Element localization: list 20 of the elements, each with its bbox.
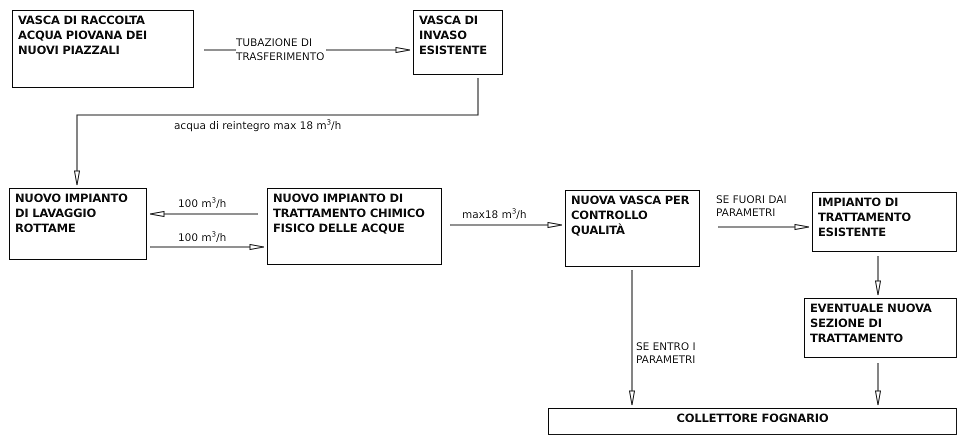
arrow — [450, 222, 562, 228]
arrow — [875, 363, 881, 406]
edge-label: max18 m$^{3}$/h — [462, 209, 526, 222]
arrow — [74, 78, 479, 186]
edge-label: 100 m$^{3}$/h — [178, 232, 226, 245]
arrow — [718, 224, 810, 230]
process-box: NUOVO IMPIANTO DI TRATTAMENTO CHIMICO FISICO DELLE ACQUE — [267, 188, 442, 265]
arrow — [150, 211, 258, 217]
process-box: VASCA DI INVASO ESISTENTE — [413, 10, 503, 75]
process-box: NUOVO IMPIANTO DI LAVAGGIO ROTTAME — [9, 188, 147, 260]
process-box: NUOVA VASCA PER CONTROLLO QUALITÀ — [565, 190, 700, 267]
edge-label: acqua di reintegro max 18 m$^{3}$/h — [174, 120, 342, 133]
arrow — [875, 256, 881, 296]
arrow — [629, 270, 635, 406]
process-box: VASCA DI RACCOLTA ACQUA PIOVANA DEI NUOVI PIAZZALI — [12, 10, 194, 88]
process-box: COLLETTORE FOGNARIO — [548, 408, 957, 435]
process-box: IMPIANTO DI TRATTAMENTO ESISTENTE — [812, 192, 957, 252]
process-box: EVENTUALE NUOVA SEZIONE DI TRATTAMENTO — [804, 298, 957, 358]
edge-label: 100 m$^{3}$/h — [178, 198, 226, 211]
arrow — [150, 244, 264, 250]
